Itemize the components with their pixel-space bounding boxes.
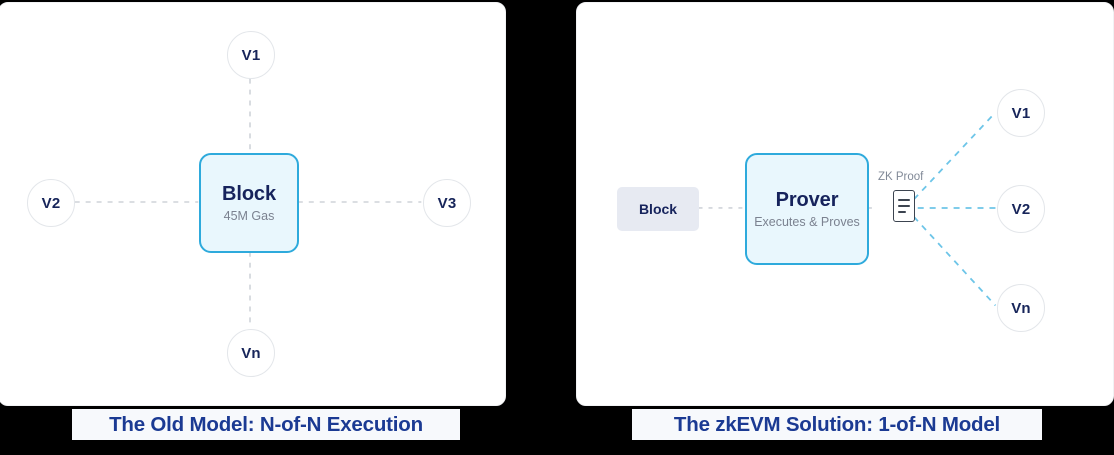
document-line xyxy=(898,199,910,201)
prover-node[interactable]: Prover Executes & Proves xyxy=(745,153,869,265)
validator-label: Vn xyxy=(1011,299,1031,317)
connector-proof-to-v1 xyxy=(905,111,997,209)
right-panel-connectors xyxy=(698,111,997,307)
left-panel-stage: V1 V2 V3 Vn Block 45M Gas xyxy=(0,3,505,405)
validator-node-v1[interactable]: V1 xyxy=(997,89,1045,137)
left-panel: V1 V2 V3 Vn Block 45M Gas xyxy=(0,2,506,406)
block-node-title: Block xyxy=(222,183,276,205)
validator-label: V3 xyxy=(437,194,457,212)
validator-node-v3[interactable]: V3 xyxy=(423,179,471,227)
validator-label: V1 xyxy=(241,46,261,64)
validator-node-v1[interactable]: V1 xyxy=(227,31,275,79)
prover-node-subtitle: Executes & Proves xyxy=(754,215,860,229)
document-icon[interactable] xyxy=(893,190,915,222)
source-block-node[interactable]: Block xyxy=(617,187,699,231)
right-panel-caption: The zkEVM Solution: 1-of-N Model xyxy=(632,409,1042,440)
document-line xyxy=(898,211,906,213)
right-panel-stage: Block Prover Executes & Proves ZK Proof … xyxy=(577,3,1113,405)
connector-proof-to-vn xyxy=(905,207,997,307)
right-panel: Block Prover Executes & Proves ZK Proof … xyxy=(576,2,1114,406)
source-block-label: Block xyxy=(638,201,678,217)
block-node[interactable]: Block 45M Gas xyxy=(199,153,299,253)
prover-node-title: Prover xyxy=(775,189,839,211)
validator-label: V2 xyxy=(1011,200,1031,218)
zk-proof-label: ZK Proof xyxy=(878,171,924,183)
left-panel-caption: The Old Model: N-of-N Execution xyxy=(72,409,460,440)
validator-label: V2 xyxy=(41,194,61,212)
validator-label: Vn xyxy=(241,344,261,362)
block-node-subtitle: 45M Gas xyxy=(223,209,275,223)
validator-node-v2[interactable]: V2 xyxy=(997,185,1045,233)
validator-node-v2[interactable]: V2 xyxy=(27,179,75,227)
validator-label: V1 xyxy=(1011,104,1031,122)
validator-node-vn[interactable]: Vn xyxy=(997,284,1045,332)
left-panel-connectors xyxy=(74,78,422,328)
document-line xyxy=(898,205,910,207)
validator-node-vn[interactable]: Vn xyxy=(227,329,275,377)
